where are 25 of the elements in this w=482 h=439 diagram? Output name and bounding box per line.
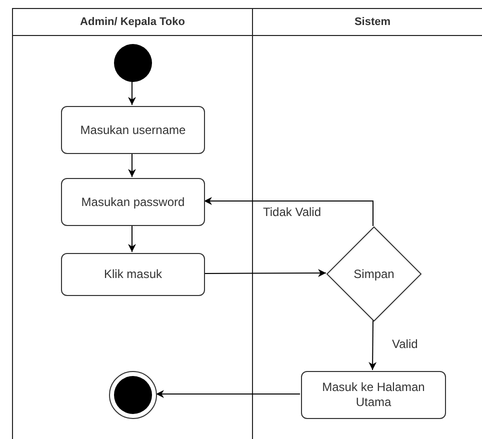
arrow (128, 152, 136, 178)
end-node (109, 371, 157, 419)
swimlane (12, 8, 252, 439)
arrow (128, 224, 136, 252)
decision-diamond (327, 227, 421, 321)
action-label: Masukan username (79, 122, 187, 138)
arrow (128, 80, 136, 106)
arrow (204, 197, 374, 226)
action-label: Simpan (352, 266, 396, 282)
arrow (156, 390, 300, 398)
action-label: Masuk ke Halaman Utama (321, 380, 426, 410)
arrow (368, 320, 377, 370)
edge-label: Tidak Valid (262, 205, 322, 219)
arrow (204, 269, 326, 278)
start-node (114, 44, 152, 82)
swimlane (252, 8, 482, 439)
lane-title: Sistem (354, 16, 391, 28)
lane-title: Admin/ Kepala Toko (80, 16, 185, 28)
action-box (61, 106, 205, 154)
action-label: Klik masuk (102, 267, 163, 282)
action-box (61, 253, 205, 296)
action-label: Masukan password (80, 194, 186, 210)
action-box (61, 178, 205, 226)
action-box (301, 371, 446, 419)
edge-label: Valid (391, 337, 419, 351)
